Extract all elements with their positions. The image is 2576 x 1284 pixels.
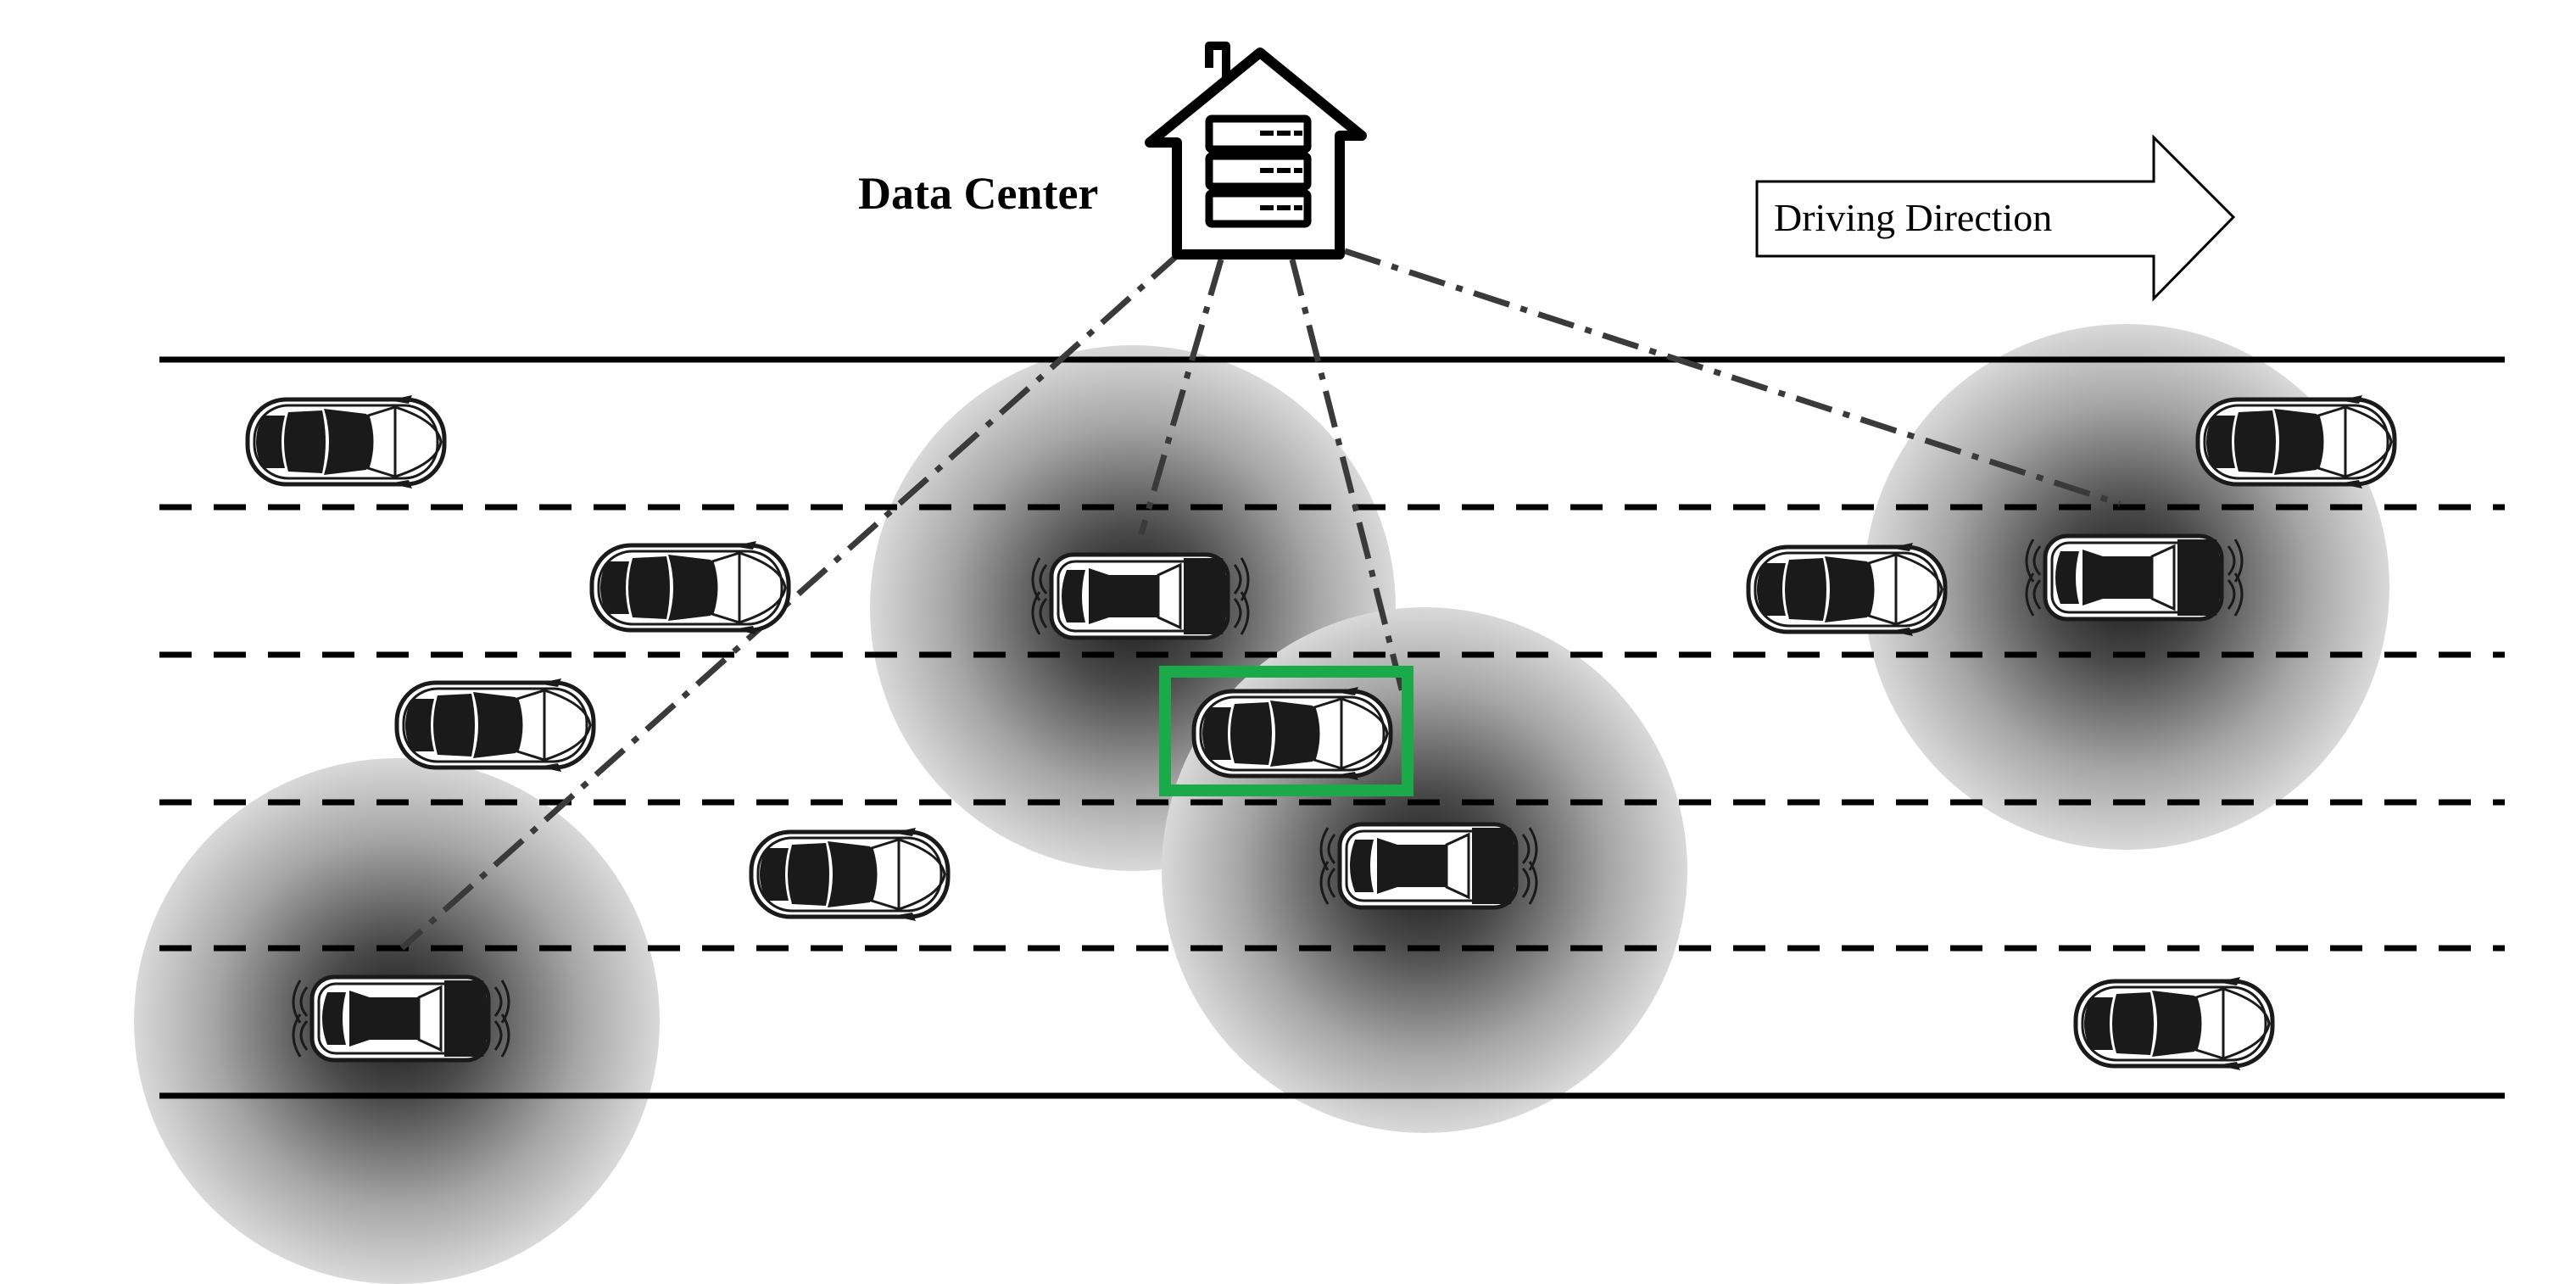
car-icon <box>751 828 948 921</box>
server-house-icon <box>1145 42 1367 260</box>
link-to-vehicle-right <box>1343 248 2122 507</box>
car-icon <box>1194 687 1391 780</box>
road <box>159 356 2505 1099</box>
car-icon <box>2076 977 2272 1070</box>
connected-car-icon <box>293 977 509 1060</box>
connected-car-icon <box>1321 824 1536 907</box>
highlighted-vehicle-box <box>1159 666 1413 796</box>
right-arrow-icon <box>1755 134 2236 302</box>
communication-links <box>399 248 2122 951</box>
car-icon <box>397 678 594 772</box>
car-icon <box>592 541 789 634</box>
link-to-vehicle-lower-left <box>399 250 1183 951</box>
car-icon <box>248 395 444 488</box>
driving-direction-label: Driving Direction <box>1774 196 2052 239</box>
connected-car-icon <box>1033 555 1248 638</box>
connected-car-icon <box>2027 536 2242 619</box>
data-center-label: Data Center <box>858 168 1098 219</box>
link-to-vehicle-highlighted <box>1289 259 1413 720</box>
car-icon <box>2198 395 2395 488</box>
car-icon <box>1748 543 1945 636</box>
link-to-vehicle-center <box>1138 259 1224 535</box>
